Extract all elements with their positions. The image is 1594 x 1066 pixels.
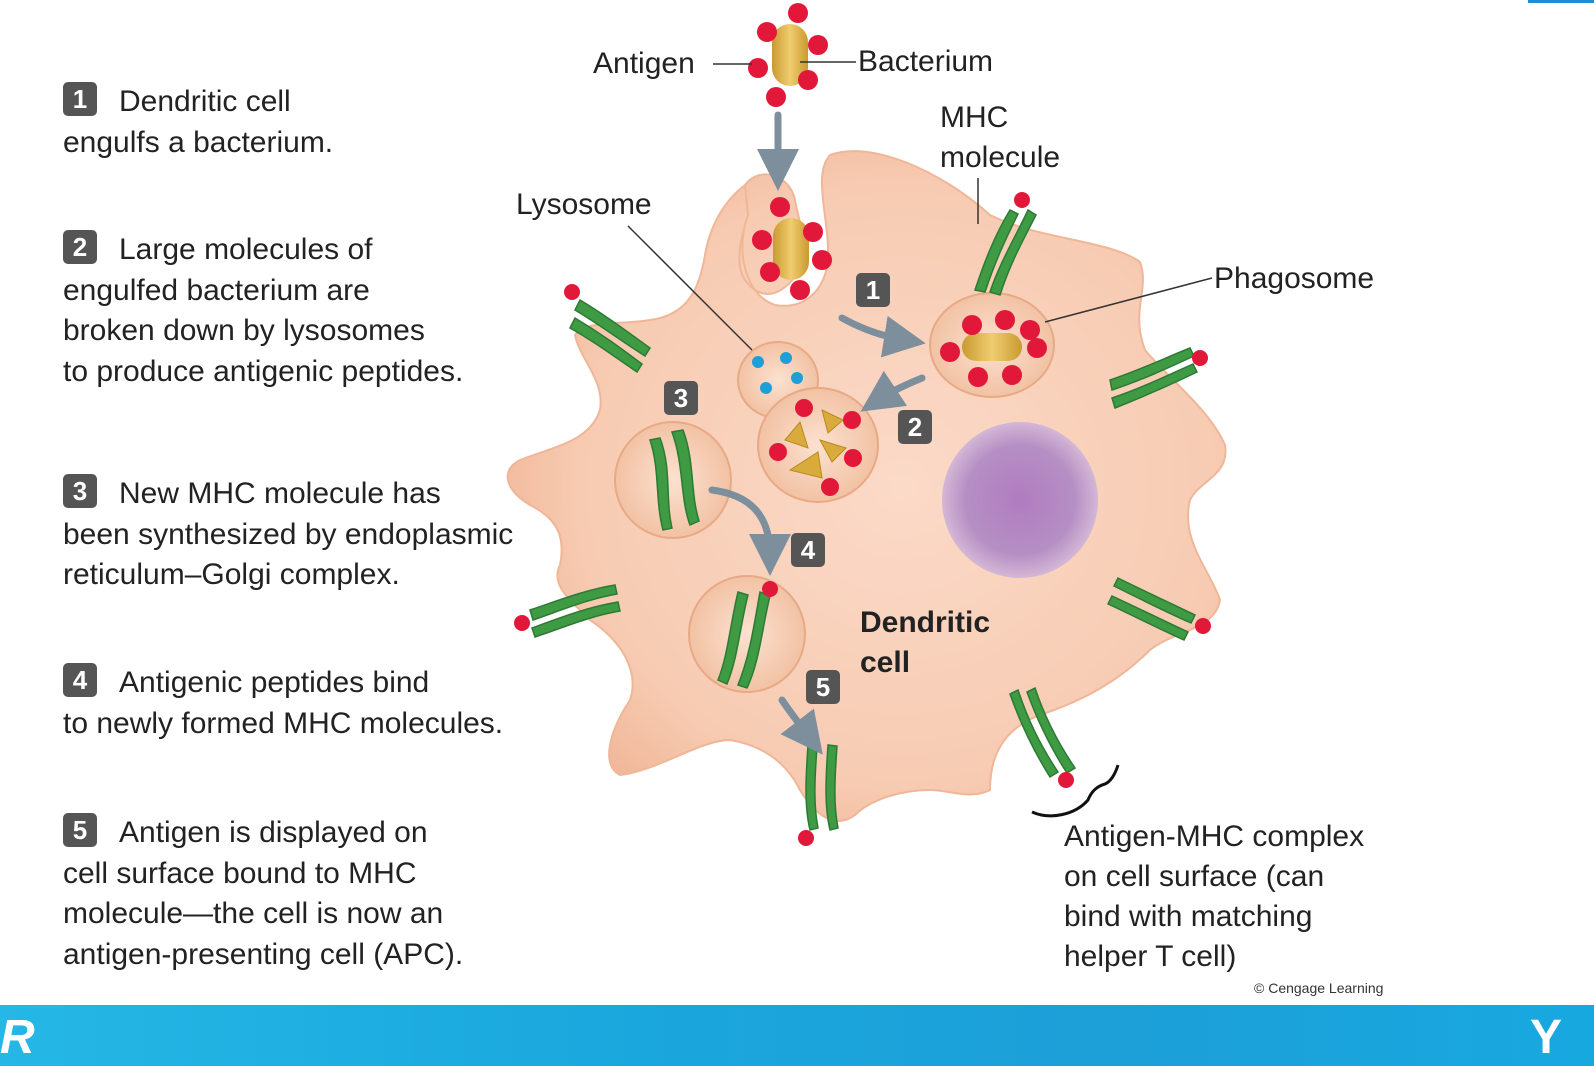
step-text-line: Antigen is displayed on xyxy=(119,816,428,849)
step-text-line: New MHC molecule has xyxy=(119,477,441,510)
step-2: 2 Large molecules of engulfed bacterium a… xyxy=(63,230,463,392)
step-number-badge: 3 xyxy=(63,474,97,508)
step-text-line: cell surface bound to MHC xyxy=(63,856,417,890)
mhc-molecule-label: MHC molecule xyxy=(940,98,1060,178)
phagosome-label: Phagosome xyxy=(1214,262,1375,295)
step-number-badge: 5 xyxy=(63,813,97,847)
complex-line: bind with matching xyxy=(1064,900,1313,933)
diagram-badge-1: 1 xyxy=(856,273,890,307)
complex-line: helper T cell) xyxy=(1064,940,1237,973)
complex-line: Antigen-MHC complex xyxy=(1064,820,1365,853)
step-number-badge: 2 xyxy=(63,230,97,264)
antigen-label: Antigen xyxy=(593,47,695,80)
step-text-line: to newly formed MHC molecules. xyxy=(63,706,504,740)
dendritic-cell-label: Dendritic cell xyxy=(860,603,990,683)
diagram-badge-2: 2 xyxy=(898,410,932,444)
step-4: 4 Antigenic peptides bind to newly formed… xyxy=(63,663,503,744)
step-number-badge: 4 xyxy=(63,663,97,697)
mhc-loading-vesicle xyxy=(688,575,806,693)
footer-brand-right: Y xyxy=(1530,1011,1563,1064)
step-5: 5 Antigen is displayed on cell surface bo… xyxy=(63,813,463,975)
nucleus xyxy=(942,422,1098,578)
mhc-label-line2: molecule xyxy=(940,141,1061,174)
footer-brand-left: R xyxy=(0,1011,35,1064)
dendritic-label-line2: cell xyxy=(860,646,911,679)
step-text-line: Antigenic peptides bind xyxy=(119,666,430,699)
step-text-line: engulfed bacterium are xyxy=(63,273,370,307)
step-text-line: engulfs a bacterium. xyxy=(63,125,334,159)
step-3: 3 New MHC molecule has been synthesized b… xyxy=(63,474,513,596)
step-text-line: been synthesized by endoplasmic xyxy=(63,517,514,551)
figure-bottom-strip xyxy=(63,988,1393,1005)
step-text-line: antigen-presenting cell (APC). xyxy=(63,937,464,971)
step-number-badge: 1 xyxy=(63,82,97,116)
step-text-line: Large molecules of xyxy=(119,233,373,266)
footer-banner xyxy=(0,1005,1594,1066)
bacterium xyxy=(772,24,808,86)
step-text-line: molecule—the cell is now an xyxy=(63,897,444,930)
antigen-mhc-complex-label: Antigen-MHC complex on cell surface (can… xyxy=(1064,817,1364,977)
step-1: 1 Dendritic cell engulfs a bacterium. xyxy=(63,82,333,163)
dendritic-label-line1: Dendritic xyxy=(860,606,991,639)
step-text-line: broken down by lysosomes xyxy=(63,314,425,347)
step-text-line: Dendritic cell xyxy=(119,85,291,118)
complex-line: on cell surface (can xyxy=(1064,860,1325,893)
step-text-line: to produce antigenic peptides. xyxy=(63,354,464,388)
step-text-line: reticulum–Golgi complex. xyxy=(63,558,400,591)
bacterium-label: Bacterium xyxy=(858,45,994,78)
diagram-badge-5: 5 xyxy=(806,670,840,704)
copyright-notice: © Cengage Learning xyxy=(1254,980,1384,996)
diagram-badge-3: 3 xyxy=(664,381,698,415)
complex-brace xyxy=(1031,764,1120,818)
diagram-badge-4: 4 xyxy=(791,533,825,567)
lysosome-label: Lysosome xyxy=(516,188,652,221)
mhc-label-line1: MHC xyxy=(940,101,1009,134)
top-accent-line xyxy=(1528,0,1594,3)
er-golgi-vesicle xyxy=(614,421,732,539)
